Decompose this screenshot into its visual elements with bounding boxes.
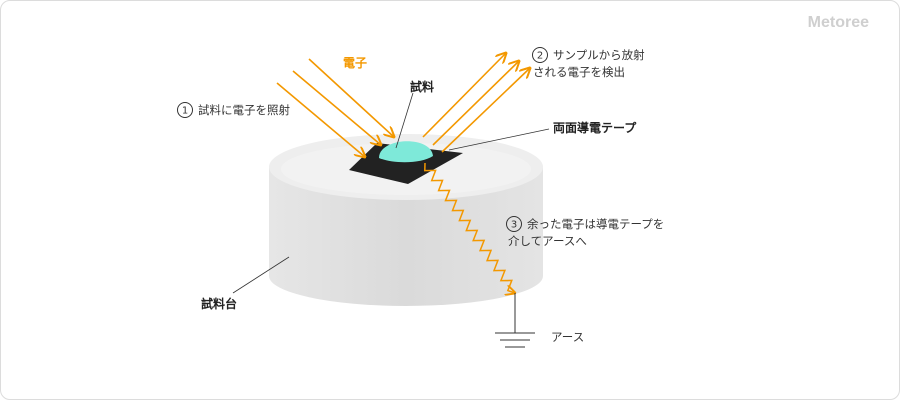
sample-leader-line [395, 92, 414, 149]
step-3-annotation: 3 余った電子は導電テープを 介してアースへ [506, 216, 664, 248]
step-3-text-line-1: 余った電子は導電テープを [527, 217, 664, 231]
excess-electron-path [424, 162, 515, 293]
step-3-text-line-2: 介してアースへ [508, 234, 587, 248]
incident-electron-arrow [292, 70, 381, 145]
ground-label: アース [551, 330, 584, 344]
emitted-electrons [422, 53, 530, 153]
ground-symbol [495, 293, 535, 348]
step-2-text-line-1: サンプルから放射 [553, 48, 645, 62]
sample-label: 試料 [410, 79, 434, 94]
incident-electron-arrow [276, 82, 365, 157]
step-2-annotation: 2 サンプルから放射 される電子を検出 [532, 47, 645, 79]
emitted-electron-arrow [422, 53, 506, 138]
metoree-logo: Metoree [808, 14, 869, 31]
step-3-number: 3 [511, 220, 517, 231]
emitted-electron-arrow [432, 61, 519, 146]
step-2-number-circle [532, 47, 548, 63]
electron-label: 電子 [343, 56, 367, 70]
stage-label: 試料台 [201, 296, 237, 311]
step-3-number-circle [506, 216, 522, 232]
conductive-tape [349, 143, 463, 184]
emitted-electron-arrow [441, 68, 530, 153]
step-1-annotation: 1 試料に電子を照射 [177, 102, 290, 118]
step-1-number-circle [177, 102, 193, 118]
incident-electron-arrow [308, 58, 394, 137]
stage-side [269, 167, 543, 306]
step-1-text: 試料に電子を照射 [198, 103, 290, 117]
stage-leader-line [232, 256, 290, 294]
step-2-number: 2 [537, 51, 543, 62]
sample-stage [269, 134, 543, 306]
incident-electrons [276, 58, 394, 157]
tape-label: 両面導電テープ [553, 120, 637, 135]
step-2-text-line-2: される電子を検出 [533, 65, 625, 79]
sample [379, 141, 433, 163]
tape-leader-line [448, 128, 550, 151]
step-1-number: 1 [182, 106, 188, 117]
